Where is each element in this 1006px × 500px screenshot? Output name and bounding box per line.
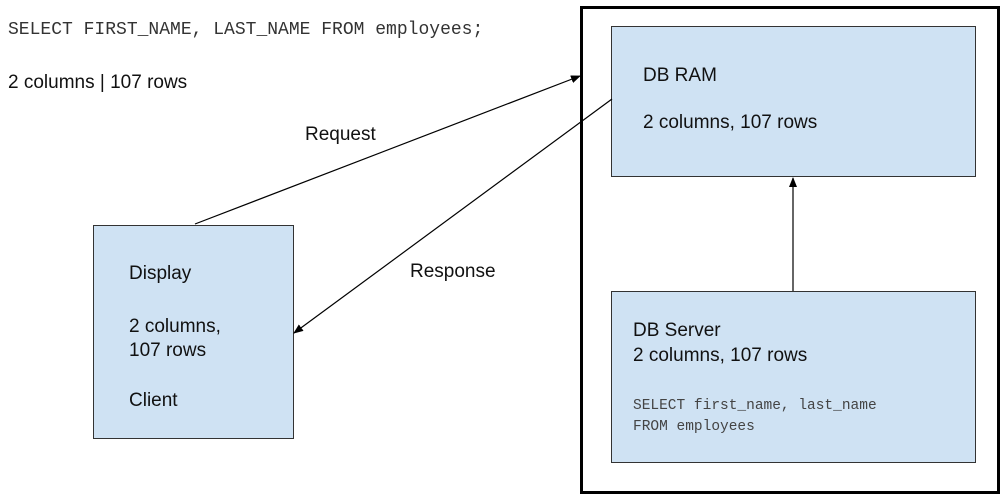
- response-arrow: [293, 98, 613, 334]
- db-ram-title: DB RAM: [643, 65, 717, 86]
- sql-query-text: SELECT FIRST_NAME, LAST_NAME FROM employ…: [8, 20, 484, 40]
- display-title: Display: [129, 263, 192, 284]
- db-ram-detail: 2 columns, 107 rows: [643, 112, 818, 133]
- db-server-box: DB Server 2 columns, 107 rows SELECT fir…: [611, 291, 976, 463]
- response-label: Response: [410, 261, 496, 282]
- request-arrow: [194, 75, 581, 225]
- db-ram-box: DB RAM 2 columns, 107 rows: [611, 26, 976, 177]
- db-server-title: DB Server: [633, 320, 721, 341]
- client-display-box: Display 2 columns, 107 rows Client: [93, 225, 294, 439]
- db-server-query-line1: SELECT first_name, last_name: [633, 398, 877, 414]
- db-server-detail: 2 columns, 107 rows: [633, 345, 808, 366]
- result-summary: 2 columns | 107 rows: [8, 72, 188, 93]
- display-detail-line1: 2 columns,: [129, 316, 221, 337]
- request-label: Request: [305, 124, 376, 145]
- server-frame: [580, 6, 1000, 494]
- client-label: Client: [129, 390, 178, 411]
- display-detail-line2: 107 rows: [129, 340, 207, 361]
- db-server-query-line2: FROM employees: [633, 419, 755, 435]
